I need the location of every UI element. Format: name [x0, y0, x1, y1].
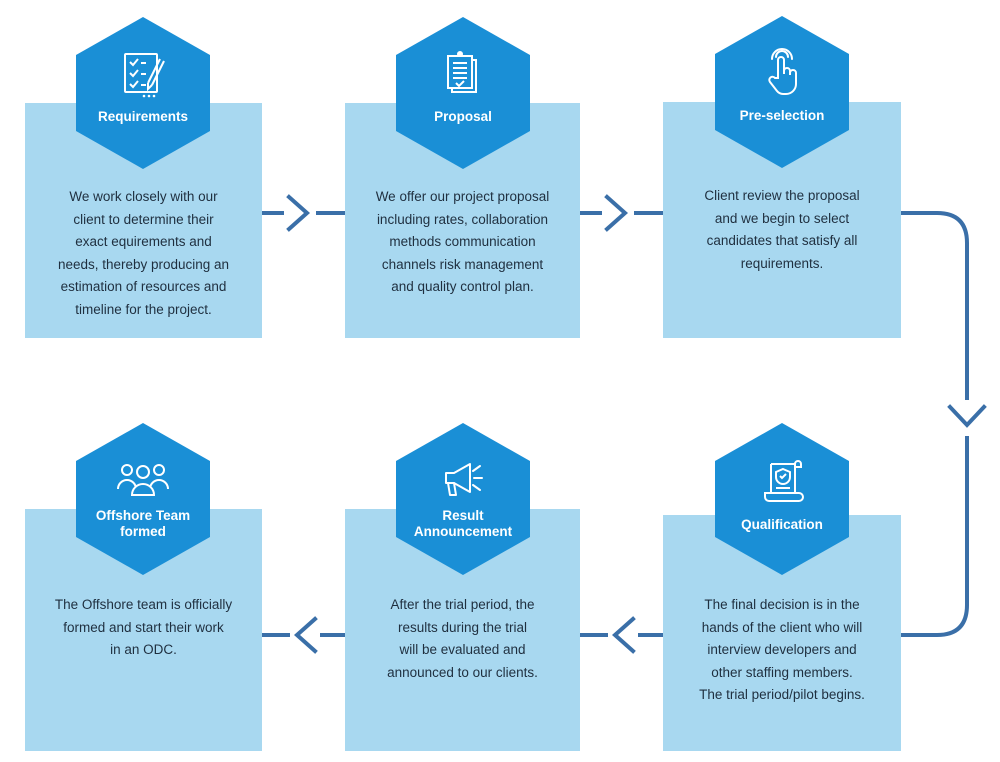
step-badge-proposal: Proposal: [396, 17, 530, 169]
step-description: We offer our project proposal including …: [375, 189, 550, 294]
arrow-down-icon: [947, 404, 987, 428]
step-description: Client review the proposal and we begin …: [704, 188, 860, 271]
certificate-scroll-icon: [764, 460, 804, 502]
connector-line: [899, 436, 969, 637]
step-badge-result-announcement: Result Announcement: [396, 423, 530, 575]
step-description: We work closely with our client to deter…: [57, 189, 230, 317]
arrow-right-icon: [286, 194, 311, 232]
step-badge-offshore-team-formed: Offshore Team formed: [76, 423, 210, 575]
step-title: Result Announcement: [413, 508, 513, 539]
tap-hand-icon: [768, 48, 797, 95]
step-badge-requirements: Requirements: [76, 17, 210, 169]
arrow-left-icon: [293, 616, 318, 654]
megaphone-icon: [445, 463, 483, 496]
step-description: The Offshore team is officially formed a…: [54, 597, 233, 657]
document-stack-icon: [447, 51, 477, 93]
step-description: The final decision is in the hands of th…: [699, 597, 865, 702]
step-description: After the trial period, the results duri…: [387, 597, 538, 680]
arrow-right-icon: [604, 194, 629, 232]
team-group-icon: [117, 464, 169, 496]
connector-line: [899, 211, 969, 400]
step-title: Pre-selection: [739, 108, 825, 123]
arrow-left-icon: [611, 616, 636, 654]
step-title: Offshore Team formed: [95, 508, 191, 539]
step-badge-pre-selection: Pre-selection: [715, 16, 849, 168]
step-card-pre-selection: Client review the proposal and we begin …: [663, 102, 901, 338]
step-badge-qualification: Qualification: [715, 423, 849, 575]
checklist-pencil-icon: [124, 53, 165, 98]
step-title: Qualification: [741, 517, 823, 532]
step-title: Requirements: [97, 109, 189, 124]
step-title: Proposal: [434, 109, 492, 124]
